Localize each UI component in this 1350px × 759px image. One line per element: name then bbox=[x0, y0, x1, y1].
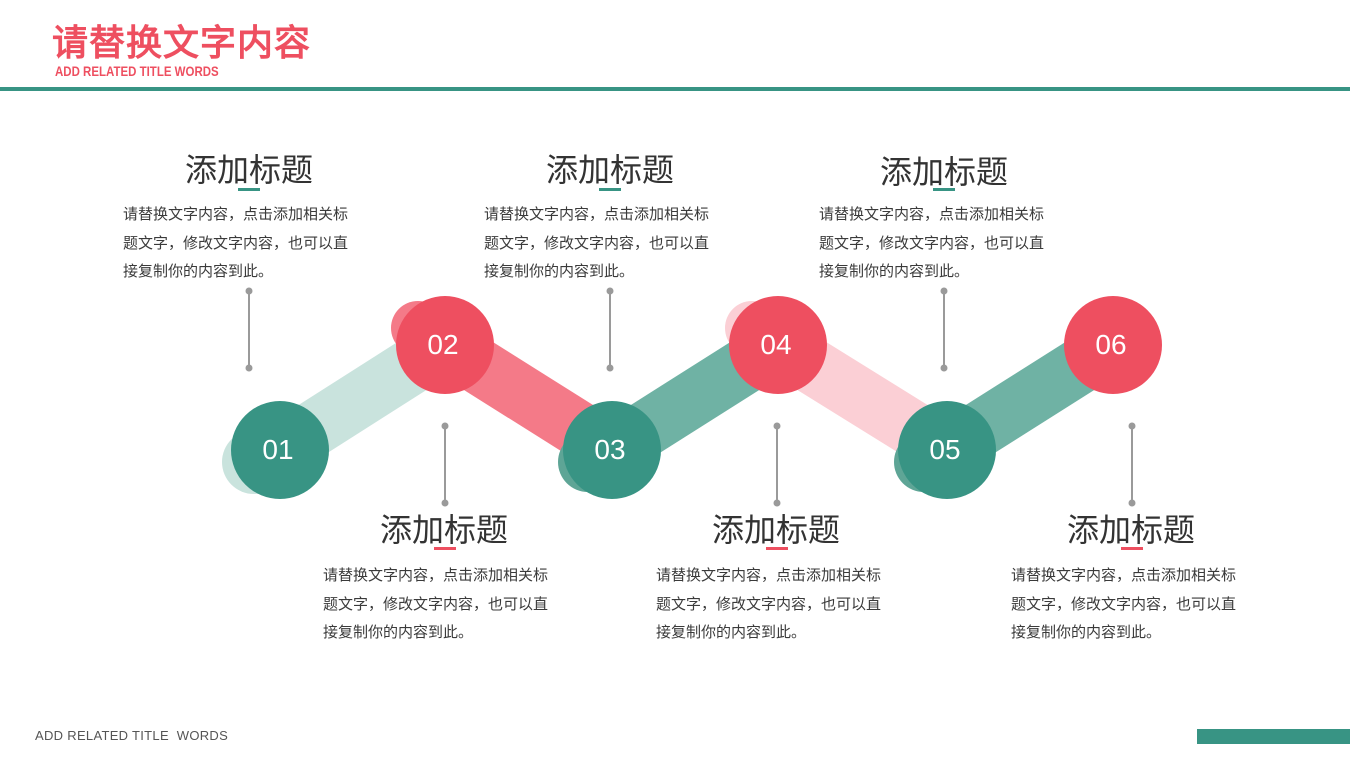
connector-02 bbox=[441, 422, 449, 507]
page-title: 请替换文字内容 bbox=[52, 23, 312, 64]
block-03-underline bbox=[599, 188, 621, 191]
step-02-circle bbox=[396, 296, 494, 394]
step-05-label: 05 bbox=[929, 434, 961, 465]
block-02-underline bbox=[434, 547, 456, 550]
step-03-circle bbox=[563, 401, 661, 499]
footer-bar bbox=[1197, 729, 1350, 744]
step-04-circle bbox=[729, 296, 827, 394]
step-01-label: 01 bbox=[262, 434, 294, 465]
step-03-label: 03 bbox=[594, 434, 626, 465]
step-04-label: 04 bbox=[760, 329, 792, 360]
block-06-title: 添加标题 bbox=[1066, 511, 1195, 549]
block-05-title: 添加标题 bbox=[879, 153, 1008, 191]
block-01-underline bbox=[238, 188, 260, 191]
footer-text: ADD RELATED TITLE WORDS bbox=[35, 728, 229, 743]
block-05-underline bbox=[933, 188, 955, 191]
block-05-body: 请替换文字内容，点击添加相关标 题文字，修改文字内容，也可以直 接复制你的内容到… bbox=[819, 205, 1045, 280]
block-04-title: 添加标题 bbox=[711, 511, 840, 549]
connector-05 bbox=[940, 287, 948, 372]
connector-06 bbox=[1128, 422, 1136, 507]
block-03-body: 请替换文字内容，点击添加相关标 题文字，修改文字内容，也可以直 接复制你的内容到… bbox=[484, 205, 710, 280]
connector-04 bbox=[773, 422, 781, 507]
header-rule bbox=[0, 87, 1350, 91]
step-02-label: 02 bbox=[427, 329, 459, 360]
step-01-circle bbox=[231, 401, 329, 499]
step-06-label: 06 bbox=[1095, 329, 1127, 360]
block-06-underline bbox=[1121, 547, 1143, 550]
block-06-body: 请替换文字内容，点击添加相关标 题文字，修改文字内容，也可以直 接复制你的内容到… bbox=[1011, 566, 1237, 641]
page-subtitle: ADD RELATED TITLE WORDS bbox=[55, 63, 219, 79]
block-04-underline bbox=[766, 547, 788, 550]
block-02-title: 添加标题 bbox=[379, 511, 508, 549]
step-06-circle bbox=[1064, 296, 1162, 394]
block-01-body: 请替换文字内容，点击添加相关标 题文字，修改文字内容，也可以直 接复制你的内容到… bbox=[123, 205, 349, 280]
connector-03 bbox=[606, 287, 614, 372]
block-01-title: 添加标题 bbox=[184, 151, 313, 189]
connector-01 bbox=[245, 287, 253, 372]
block-02-body: 请替换文字内容，点击添加相关标 题文字，修改文字内容，也可以直 接复制你的内容到… bbox=[323, 566, 549, 641]
block-04-body: 请替换文字内容，点击添加相关标 题文字，修改文字内容，也可以直 接复制你的内容到… bbox=[656, 566, 882, 641]
step-05-circle bbox=[898, 401, 996, 499]
block-03-title: 添加标题 bbox=[545, 151, 674, 189]
